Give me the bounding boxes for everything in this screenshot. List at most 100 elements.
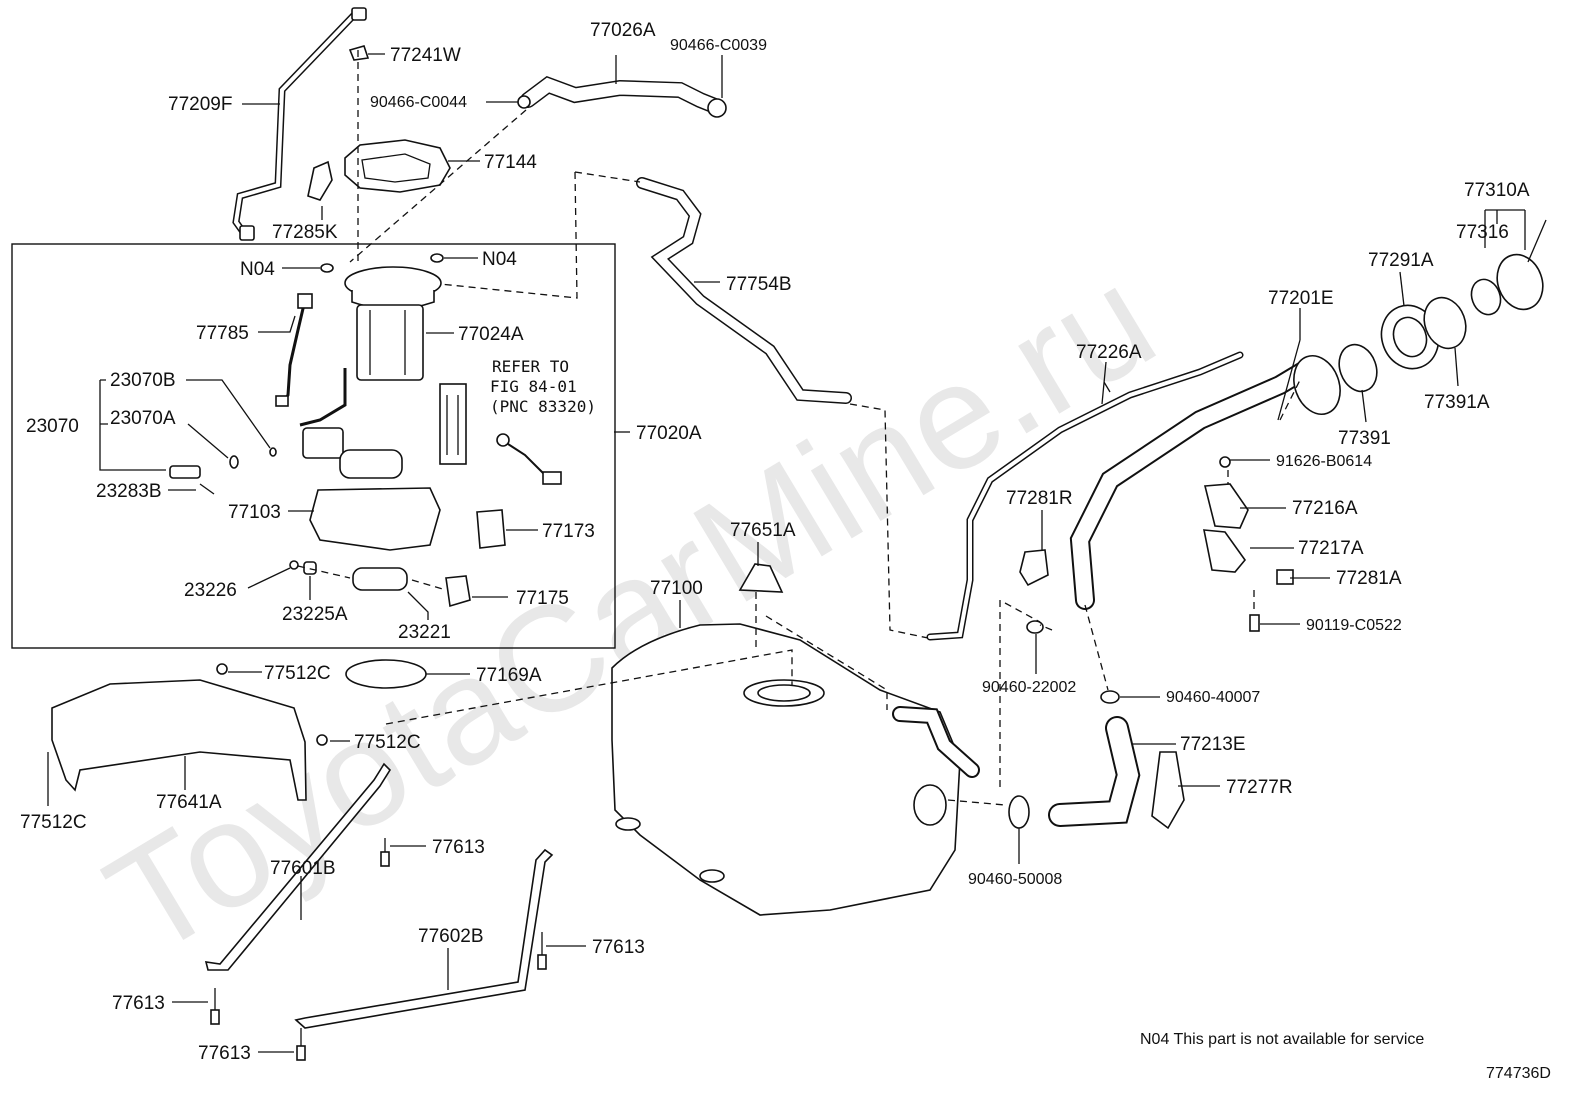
part-77024a-pump-module — [344, 266, 442, 381]
label-90119-c0522: 90119-C0522 — [1306, 617, 1402, 634]
label-77285k: 77285K — [272, 222, 338, 243]
label-n04-b: N04 — [482, 249, 517, 270]
part-labels: 77026A 90466-C0039 77241W 77209F 90466-C… — [20, 20, 1530, 1064]
diagram-id: 774736D — [1486, 1065, 1551, 1082]
part-77651a-pad — [738, 563, 784, 593]
part-23070a — [229, 455, 239, 469]
part-91626-b0614 — [1219, 456, 1231, 468]
part-77641a-protector — [51, 679, 307, 801]
refer-note-line-2: FIG 84-01 — [490, 377, 577, 396]
leader-lines — [47, 53, 1526, 1053]
label-77277r: 77277R — [1226, 777, 1293, 798]
part-77601b-strap — [204, 762, 392, 971]
part-77316 — [1470, 278, 1502, 316]
part-23070b — [269, 447, 277, 457]
label-77613-d: 77613 — [198, 1043, 251, 1064]
label-77281r: 77281R — [1006, 488, 1073, 509]
part-77226a-tube — [926, 351, 1244, 641]
label-77785: 77785 — [196, 323, 249, 344]
label-23070: 23070 — [26, 416, 79, 437]
part-77144-ring — [344, 139, 451, 193]
label-77512c-c: 77512C — [20, 812, 87, 833]
part-n04-b — [430, 253, 444, 263]
label-77026a: 77026A — [590, 20, 656, 41]
label-23283b: 23283B — [96, 481, 162, 502]
refer-note-line-3: (PNC 83320) — [490, 397, 596, 416]
label-77391a: 77391A — [1424, 392, 1490, 413]
part-77613-bolt-b — [537, 932, 547, 970]
part-77754b-tube — [636, 177, 852, 404]
part-23221 — [352, 567, 408, 591]
part-77613-bolt-a — [380, 838, 390, 867]
label-77020a: 77020A — [636, 423, 702, 444]
label-90466-c0039: 90466-C0039 — [670, 37, 767, 54]
part-83320-sensor — [496, 433, 562, 485]
label-77241w: 77241W — [390, 45, 461, 66]
label-77641a: 77641A — [156, 792, 222, 813]
label-23070a: 23070A — [110, 408, 176, 429]
label-90466-c0044: 90466-C0044 — [370, 94, 467, 111]
refer-note-line-1: REFER TO — [492, 357, 569, 376]
label-77613-b: 77613 — [592, 937, 645, 958]
label-77281a: 77281A — [1336, 568, 1402, 589]
pump-assembly-frame — [11, 243, 616, 649]
part-77175 — [445, 575, 471, 608]
label-90460-22002: 90460-22002 — [982, 679, 1076, 696]
label-77103: 77103 — [228, 502, 281, 523]
label-77024a: 77024A — [458, 324, 524, 345]
label-90460-50008: 90460-50008 — [968, 871, 1062, 888]
part-77310a-cap — [1496, 219, 1547, 311]
label-77512c-a: 77512C — [264, 663, 331, 684]
part-77201e-filler-pipe — [1069, 355, 1341, 610]
part-77391a — [1423, 296, 1467, 350]
part-77613-bolt-c — [210, 988, 220, 1025]
part-pump-body — [299, 368, 403, 479]
part-90460-40007 — [1100, 690, 1120, 704]
label-77391: 77391 — [1338, 428, 1391, 449]
label-77100: 77100 — [650, 578, 703, 599]
label-77601b: 77601B — [270, 858, 336, 879]
part-77173 — [476, 509, 506, 549]
label-77316: 77316 — [1456, 222, 1509, 243]
part-77602b-strap — [294, 848, 554, 1029]
label-77217a: 77217A — [1298, 538, 1364, 559]
dashed-guides — [297, 50, 1301, 806]
part-23225a — [303, 561, 317, 575]
label-77226a: 77226A — [1076, 342, 1142, 363]
label-77173: 77173 — [542, 521, 595, 542]
part-77785-wire — [275, 293, 313, 407]
label-77209f: 77209F — [168, 94, 232, 115]
part-90460-22002 — [1026, 620, 1044, 634]
part-90460-50008 — [1008, 795, 1030, 829]
label-77310a: 77310A — [1464, 180, 1530, 201]
part-77213e-hose — [1048, 716, 1141, 827]
footnote: N04 This part is not available for servi… — [1140, 1031, 1424, 1048]
label-n04-a: N04 — [240, 259, 275, 280]
part-77285k — [307, 160, 333, 201]
label-77613-a: 77613 — [432, 837, 485, 858]
label-23070b: 23070B — [110, 370, 176, 391]
label-23225a: 23225A — [282, 604, 348, 625]
part-77103-base — [309, 487, 441, 551]
part-23283b — [169, 465, 201, 479]
part-23226 — [289, 560, 299, 570]
label-91626-b0614: 91626-B0614 — [1276, 453, 1372, 470]
part-77277r — [1151, 751, 1185, 830]
part-77209f-tube — [232, 7, 367, 241]
part-77217a — [1203, 529, 1247, 573]
part-90119-c0522 — [1249, 614, 1260, 632]
part-77100-fuel-tank — [611, 623, 980, 916]
label-77169a: 77169A — [476, 665, 542, 686]
label-77754b: 77754B — [726, 274, 792, 295]
part-77216a — [1203, 483, 1249, 529]
label-77651a: 77651A — [730, 520, 796, 541]
label-77213e: 77213E — [1180, 734, 1246, 755]
label-77512c-b: 77512C — [354, 732, 421, 753]
label-23221: 23221 — [398, 622, 451, 643]
part-sender-unit — [439, 383, 467, 465]
label-90460-40007: 90460-40007 — [1166, 689, 1260, 706]
label-77291a: 77291A — [1368, 250, 1434, 271]
part-77241w-clip — [348, 45, 370, 61]
